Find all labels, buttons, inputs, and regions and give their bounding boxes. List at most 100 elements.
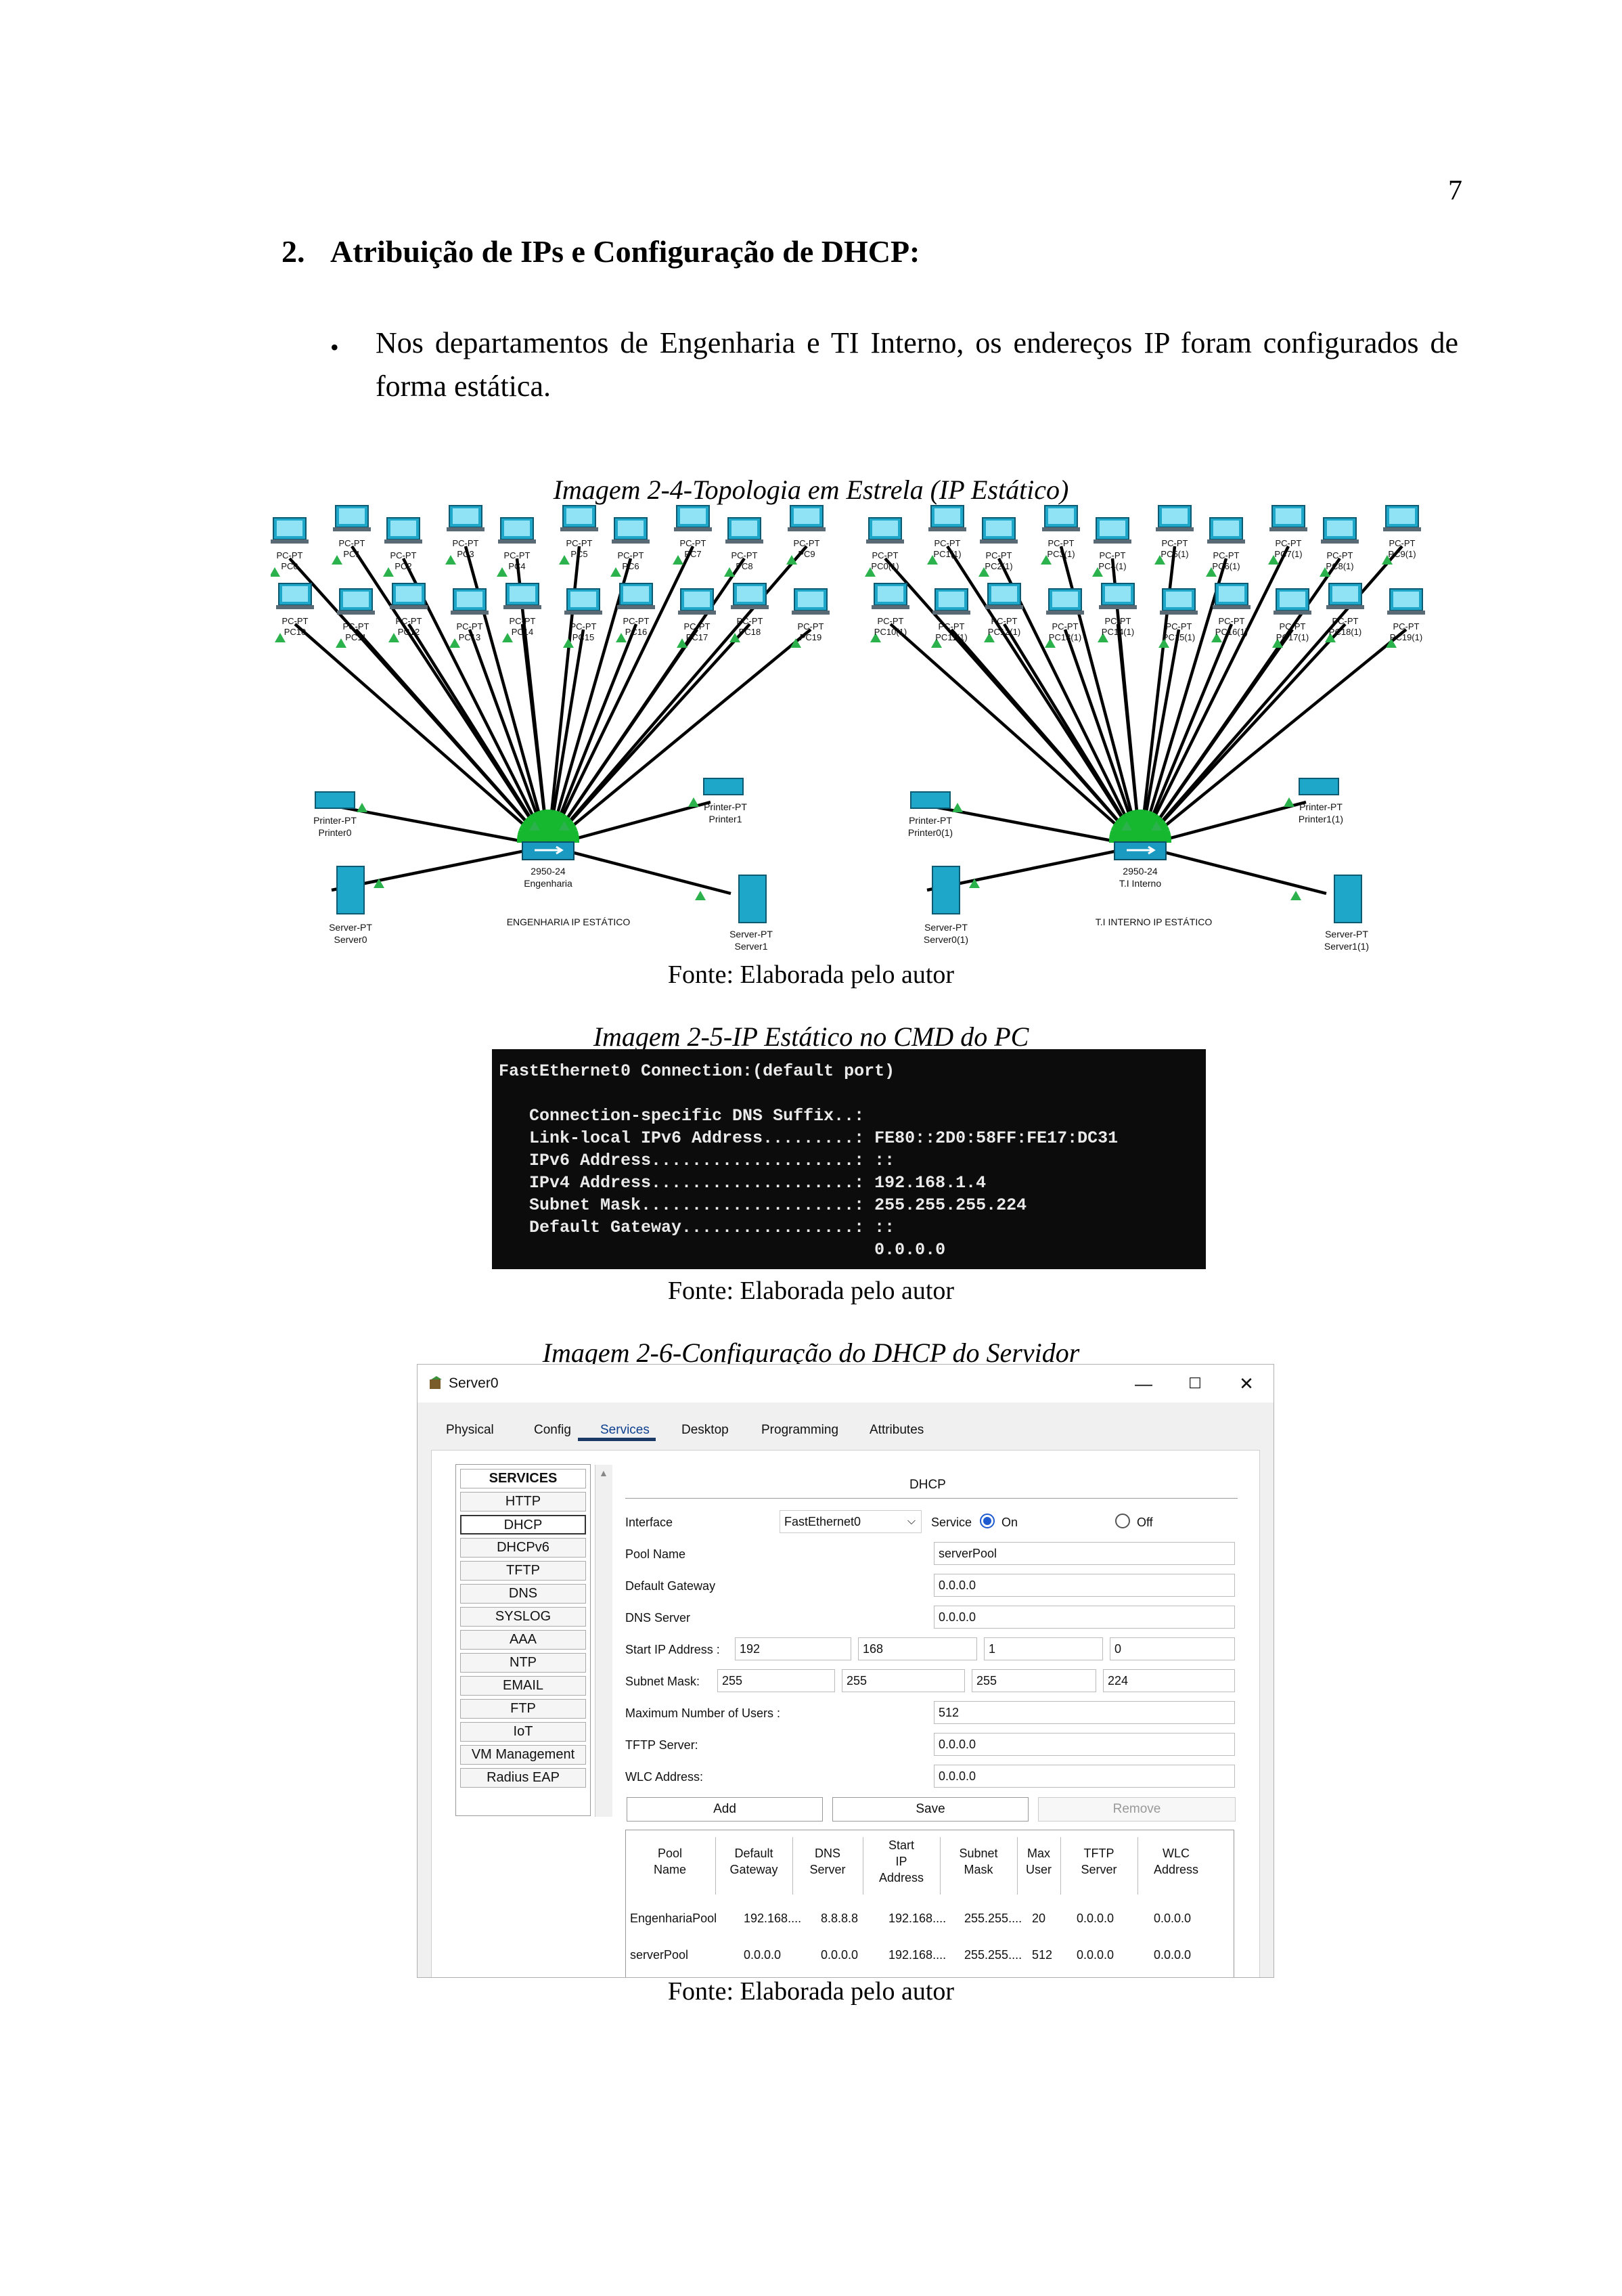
- pc-icon[interactable]: [1213, 583, 1251, 609]
- pc-icon[interactable]: [1160, 588, 1198, 615]
- maximize-button[interactable]: ☐: [1188, 1375, 1202, 1392]
- service-ntp[interactable]: NTP: [460, 1653, 586, 1673]
- server-icon[interactable]: [336, 866, 365, 914]
- service-dns[interactable]: DNS: [460, 1584, 586, 1604]
- pc-icon[interactable]: [390, 583, 428, 609]
- pc-icon[interactable]: [1156, 505, 1194, 531]
- subnet-mask-octet-1[interactable]: 255: [717, 1669, 835, 1692]
- pc-icon[interactable]: [1207, 517, 1245, 544]
- pc-name-label: PC2(1): [985, 561, 1012, 571]
- pc-icon[interactable]: [1042, 505, 1080, 531]
- save-button[interactable]: Save: [832, 1797, 1029, 1822]
- pc-icon[interactable]: [1383, 505, 1421, 531]
- max-users-input[interactable]: 512: [934, 1701, 1235, 1724]
- dns-server-input[interactable]: 0.0.0.0: [934, 1606, 1235, 1629]
- pc-icon[interactable]: [498, 517, 536, 544]
- pc-icon[interactable]: [1094, 517, 1131, 544]
- pc-icon[interactable]: [1387, 588, 1425, 615]
- service-syslog[interactable]: SYSLOG: [460, 1607, 586, 1627]
- service-off-radio[interactable]: [1115, 1514, 1130, 1528]
- default-gateway-input[interactable]: 0.0.0.0: [934, 1574, 1235, 1597]
- pc-icon[interactable]: [1099, 583, 1137, 609]
- tab-services[interactable]: Services: [600, 1423, 650, 1437]
- interface-select[interactable]: FastEthernet0 ⌵: [780, 1510, 922, 1533]
- pc-icon[interactable]: [451, 588, 489, 615]
- interface-label: Interface: [625, 1516, 673, 1529]
- pc-icon[interactable]: [1046, 588, 1084, 615]
- pc-icon[interactable]: [674, 505, 712, 531]
- wlc-address-input[interactable]: 0.0.0.0: [934, 1765, 1235, 1788]
- service-tftp[interactable]: TFTP: [460, 1561, 586, 1581]
- start-ip-octet-3[interactable]: 1: [984, 1637, 1103, 1660]
- subnet-mask-octet-3[interactable]: 255: [972, 1669, 1096, 1692]
- service-email[interactable]: EMAIL: [460, 1676, 586, 1696]
- service-http[interactable]: HTTP: [460, 1492, 586, 1511]
- start-ip-octet-2[interactable]: 168: [858, 1637, 977, 1660]
- pc-icon[interactable]: [866, 517, 904, 544]
- pc-icon[interactable]: [872, 583, 909, 609]
- pc-icon[interactable]: [384, 517, 422, 544]
- tab-programming[interactable]: Programming: [761, 1423, 839, 1437]
- tab-attributes[interactable]: Attributes: [870, 1423, 924, 1437]
- remove-button[interactable]: Remove: [1038, 1797, 1236, 1822]
- pool-name-input[interactable]: serverPool: [934, 1542, 1235, 1565]
- tab-physical[interactable]: Physical: [446, 1423, 494, 1437]
- printer-icon[interactable]: [1299, 778, 1339, 795]
- pc-icon[interactable]: [1326, 583, 1364, 609]
- pc-icon[interactable]: [564, 588, 602, 615]
- pc-icon[interactable]: [932, 588, 970, 615]
- pc-icon[interactable]: [788, 505, 826, 531]
- start-ip-octet-1[interactable]: 192: [735, 1637, 851, 1660]
- printer-icon[interactable]: [315, 791, 355, 809]
- pc-icon[interactable]: [276, 583, 314, 609]
- tab-desktop[interactable]: Desktop: [681, 1423, 729, 1437]
- subnet-mask-octet-4[interactable]: 224: [1103, 1669, 1235, 1692]
- service-ftp[interactable]: FTP: [460, 1699, 586, 1719]
- pc-icon[interactable]: [1321, 517, 1359, 544]
- pc-name-label: PC4: [508, 561, 525, 571]
- pc-icon[interactable]: [985, 583, 1023, 609]
- pc-icon[interactable]: [337, 588, 375, 615]
- pc-icon[interactable]: [612, 517, 650, 544]
- subnet-mask-octet-2[interactable]: 255: [842, 1669, 965, 1692]
- pc-icon[interactable]: [928, 505, 966, 531]
- pc-icon[interactable]: [560, 505, 598, 531]
- start-ip-octet-4[interactable]: 0: [1110, 1637, 1235, 1660]
- minimize-button[interactable]: —: [1135, 1373, 1152, 1394]
- pc-type-label: PC-PT: [453, 538, 479, 548]
- service-aaa[interactable]: AAA: [460, 1630, 586, 1650]
- printer-icon[interactable]: [910, 791, 951, 809]
- server-icon[interactable]: [932, 866, 960, 914]
- service-dhcp[interactable]: DHCP: [460, 1515, 586, 1535]
- pc-icon[interactable]: [447, 505, 485, 531]
- pc-icon[interactable]: [792, 588, 830, 615]
- cmd-line: IPv4 Address....................: 192.16…: [499, 1173, 987, 1193]
- pc-icon[interactable]: [678, 588, 716, 615]
- service-dhcpv6[interactable]: DHCPv6: [460, 1538, 586, 1558]
- pc-icon[interactable]: [503, 583, 541, 609]
- pc-icon[interactable]: [1274, 588, 1311, 615]
- switch-name-label: Engenharia: [524, 878, 572, 889]
- tab-config[interactable]: Config: [534, 1423, 571, 1437]
- pc-icon[interactable]: [617, 583, 655, 609]
- service-vm-management[interactable]: VM Management: [460, 1745, 586, 1765]
- printer-icon[interactable]: [703, 778, 744, 795]
- services-scrollbar[interactable]: ▲: [595, 1465, 612, 1817]
- server-icon[interactable]: [1334, 875, 1362, 923]
- close-button[interactable]: ✕: [1239, 1373, 1254, 1394]
- service-iot[interactable]: IoT: [460, 1722, 586, 1742]
- pc-icon[interactable]: [271, 517, 309, 544]
- pc-icon[interactable]: [333, 505, 371, 531]
- switch-icon[interactable]: [522, 841, 575, 860]
- pc-icon[interactable]: [980, 517, 1018, 544]
- pc-icon[interactable]: [1269, 505, 1307, 531]
- scroll-up-icon[interactable]: ▲: [599, 1467, 608, 1478]
- server-icon[interactable]: [738, 875, 767, 923]
- service-radius-eap[interactable]: Radius EAP: [460, 1768, 586, 1788]
- tftp-server-input[interactable]: 0.0.0.0: [934, 1733, 1235, 1756]
- service-on-radio[interactable]: [980, 1514, 995, 1528]
- pc-icon[interactable]: [725, 517, 763, 544]
- pc-icon[interactable]: [731, 583, 769, 609]
- add-button[interactable]: Add: [627, 1797, 823, 1822]
- switch-icon[interactable]: [1114, 841, 1167, 860]
